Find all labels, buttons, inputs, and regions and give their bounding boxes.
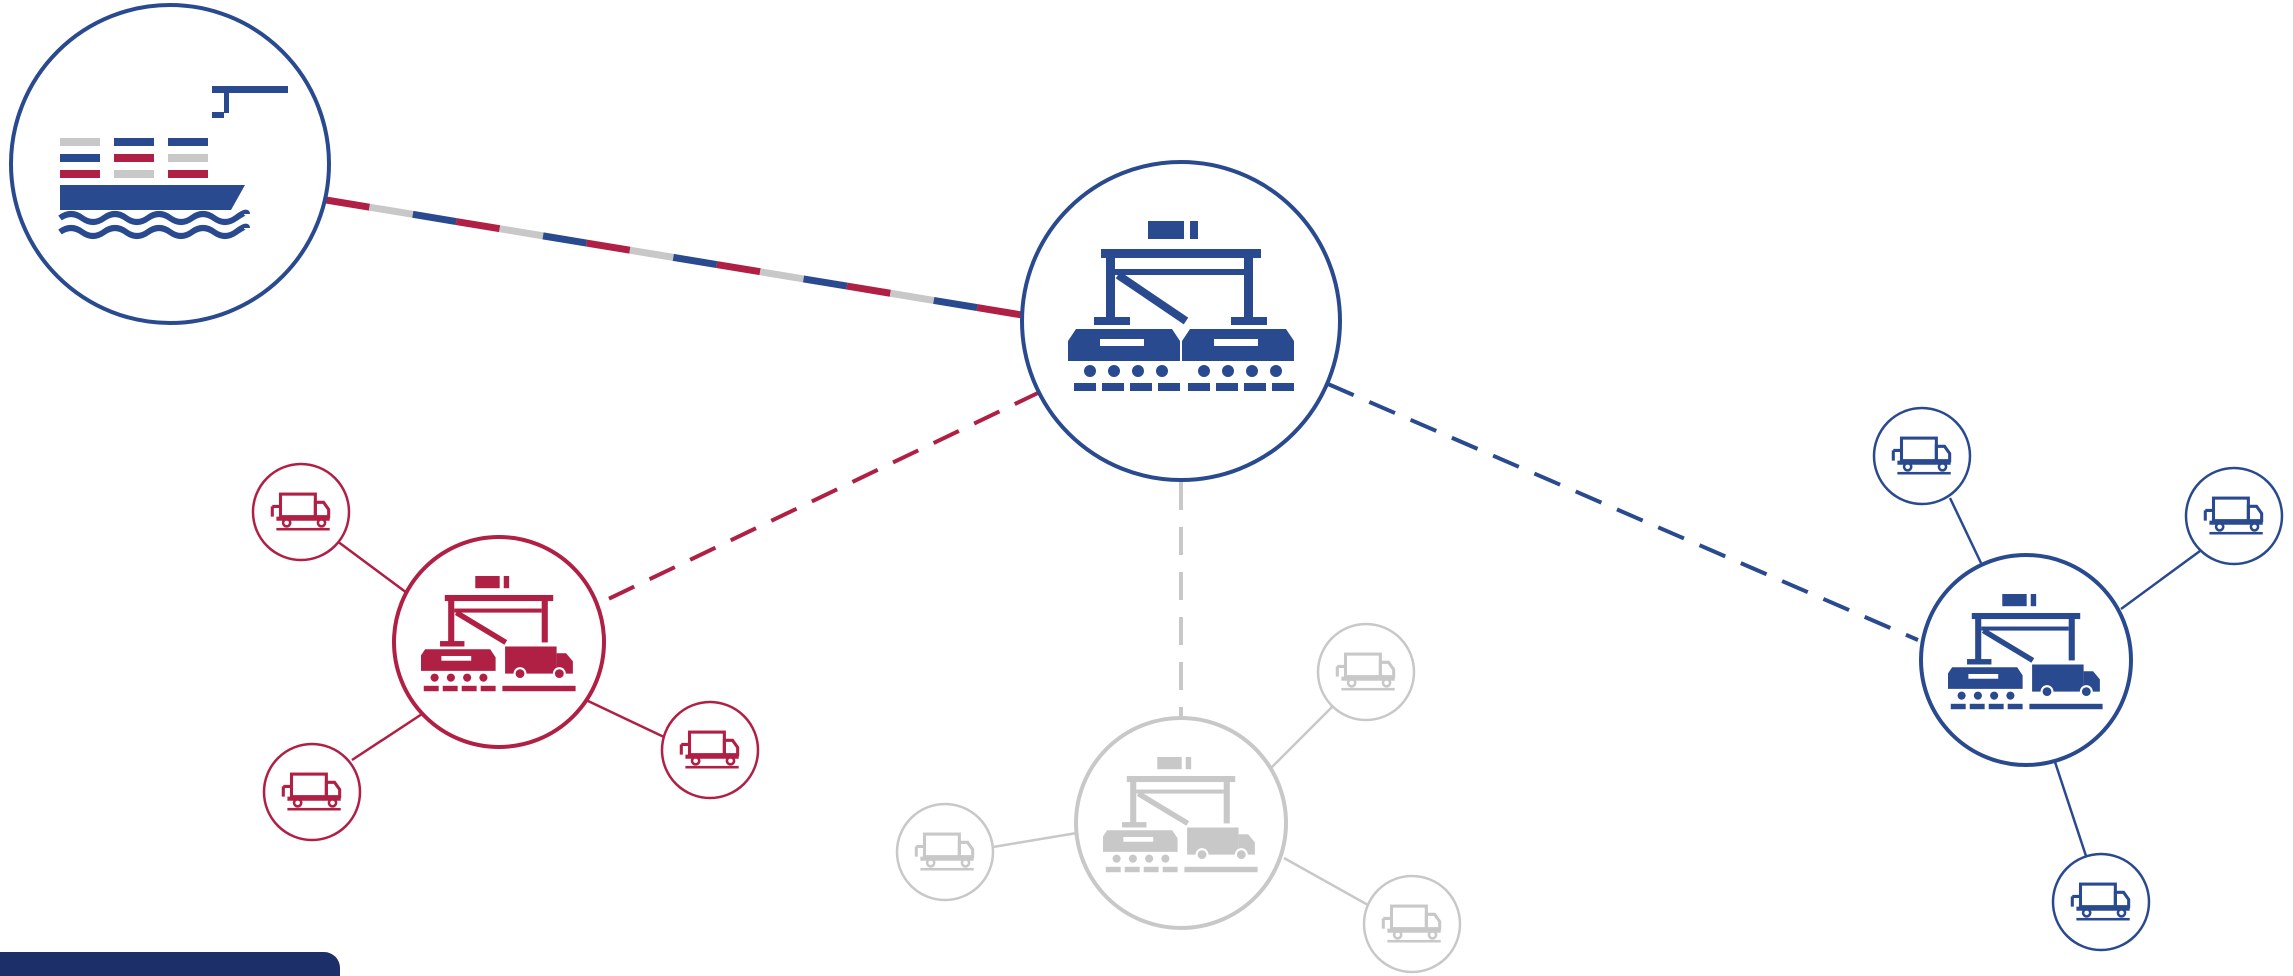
red-terminal-cluster: [251, 462, 760, 842]
main-hub-node: [1020, 160, 1342, 482]
bottom-left-tab: [0, 952, 340, 976]
gray-terminal-cluster: [895, 622, 1462, 974]
container-ship-icon: [58, 86, 288, 239]
blue-terminal-cluster: [1872, 406, 2284, 952]
link-hub-to-blue-terminal: [1327, 382, 1919, 642]
link-ship-to-hub: [325, 196, 1023, 319]
link-hub-to-red-terminal: [599, 390, 1041, 605]
ship-node: [9, 3, 331, 325]
